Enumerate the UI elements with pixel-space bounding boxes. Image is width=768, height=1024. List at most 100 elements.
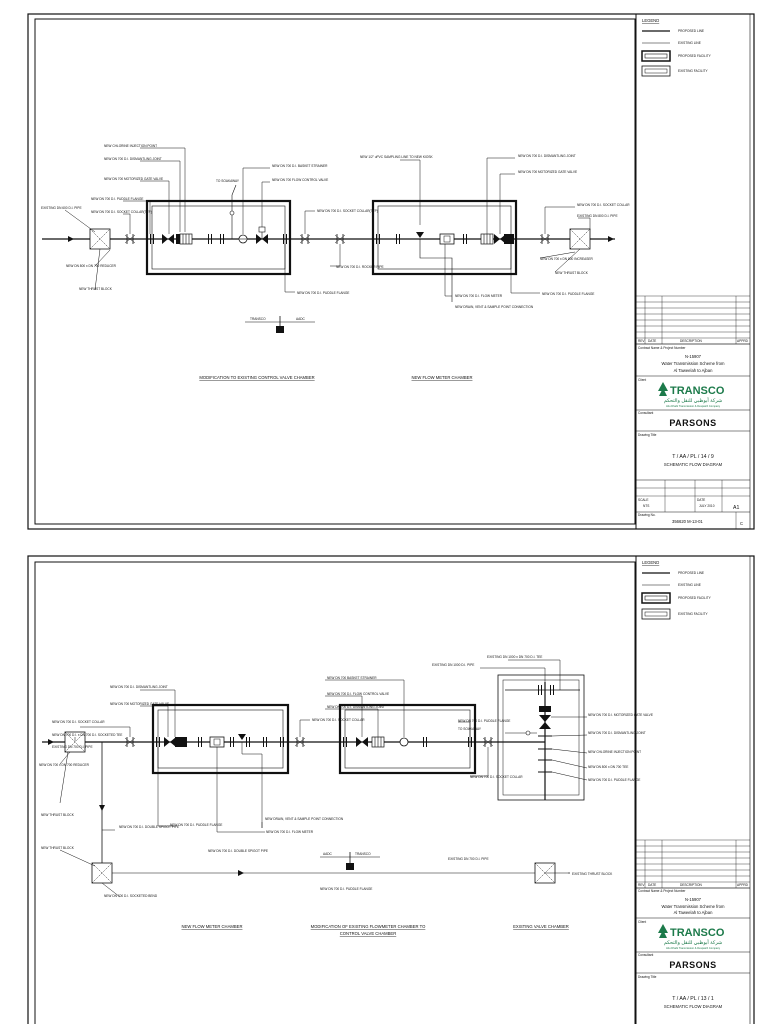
s1-callout-puddle-b: NEW DN 700 D.I. PUDDLE FLANGE [297,291,349,295]
legend: LEGEND PROPOSED LINE EXISTING LINE PROPO… [641,18,712,77]
s2-callout-fcv: NEW DN 700 D.I. FLOW CONTROL VALVE [327,692,389,696]
s2-callout-existing-pipe-c: EXISTING DN 1000 D.I. PIPE [432,663,474,667]
client2-label: Client [638,920,646,924]
s2-callout-puddle: NEW DN 700 D.I. PUDDLE FLANGE [170,823,222,827]
s2-aadc-label: AADC [323,852,333,856]
s1-callout-increaser: NEW DN 700 x DN 800 INCREASER [540,257,593,261]
s2-callout-reducer: NEW DN 700 x DN 700 REDUCER [39,763,90,767]
rev-col-apprd: APPRD [737,339,749,343]
legend2-proposed-line: PROPOSED LINE [678,571,704,575]
s1-chamber-a-title: MODIFICATION TO EXISTING CONTROL VALVE C… [199,375,314,380]
s2-callout-thrust2: NEW THRUST BLOCK [41,846,75,850]
consultant2-logo: PARSONS [669,960,716,970]
s2-callout-puddle-b: NEW DN 700 D.I. PUDDLE FLANGE [320,887,372,891]
sheet1-drawing-number-title: T / AA / PL / 14 / 9 [672,454,714,460]
title-block: Contract Name & Project Number N-15907 W… [636,343,750,529]
rev-col-date: DATE [648,339,656,343]
s2-callout-bend: NEW DN 700 D.I. SOCKETED BEND [104,894,158,898]
s2-callout-puddle-d: NEW DN 700 D.I. PUDDLE FLANGE [588,778,640,782]
rev2-col-description: DESCRIPTION [680,883,702,887]
sheet1-date-label: DATE [697,498,705,502]
sheet1-drawing-no: 356620 M-13-01 [672,519,703,524]
s2-callout-mgv-c: NEW DN 700 D.I. MOTORIZED GATE VALVE [588,713,653,717]
rev2-col-apprd: APPRD [737,883,749,887]
sheet1-date: JULY 2010 [699,504,715,508]
s2-callout-double-spigot: NEW DN 700 D.I. DOUBLE SPIGOT PIPE [119,825,179,829]
s1-callout-socket-c: NEW DN 700 D.I. SOCKET COLLAR [577,203,630,207]
transco2-logo-icon [658,924,668,933]
sheet-2: LEGEND PROPOSED LINE EXISTING LINE PROPO… [27,555,755,1024]
s1-callout-flowmeter: NEW DN 700 D.I. FLOW METER [455,294,503,298]
s2-transco-label: TRANSCO [355,852,371,856]
legend2-proposed-facility: PROPOSED FACILITY [678,596,712,600]
legend-proposed-facility-swatch [641,50,671,62]
client-label: Client [638,378,646,382]
s1-callout-drain: NEW DRAIN, VENT & SAMPLE POINT CONNECTIO… [455,305,534,309]
legend-proposed-line: PROPOSED LINE [678,29,704,33]
client-logo-arabic: شركة أبوظبي للنقل والتحكم [664,396,722,404]
transco-logo: TRANSCO شركة أبوظبي للنقل والتحكم Abu Dh… [658,382,725,408]
s2-callout-flowmeter: NEW DN 700 D.I. FLOW METER [266,830,314,834]
sheet1-scale: NTS [643,504,649,508]
project2-name-line-2: Al Taweelah to Ajban [674,910,713,915]
legend-proposed-facility: PROPOSED FACILITY [678,54,712,58]
s2-callout-existing-thrust: EXISTING THRUST BLOCK [572,872,613,876]
s1-callout-thrust-b: NEW THRUST BLOCK [555,271,589,275]
sheet2-drawing-title: SCHEMATIC FLOW DIAGRAM [664,1004,723,1009]
s2-callout-drain: NEW DRAIN, VENT & SAMPLE POINT CONNECTIO… [265,817,344,821]
s1-callout-existing-pipe: EXISTING DN 600 D.I. PIPE [41,206,82,210]
s1-callout-rocker: NEW DN 700 D.I. ROCKER PIPE [336,265,384,269]
aadc-boundary-label: AADC [296,317,306,321]
project-number: N-15907 [685,354,702,359]
s2-callout-socket-c: NEW DN 700 D.I. SOCKET COLLAR [470,775,523,779]
dismantling-joint [179,233,193,245]
s2-callout-dismantling-c: NEW DN 700 D.I. DISMANTLING JOINT [588,731,646,735]
control-valve-chamber [145,199,292,276]
project-name-line-2: Al Taweelah to Ajban [674,368,713,373]
s1-callout-basket: NEW DN 700 D.I. BASKET STRAINER [272,164,328,168]
legend-existing-facility-swatch [641,65,671,77]
title-block-sheet2: Contract Name & Project Number N-15907 W… [636,887,750,1009]
legend-existing-facility: EXISTING FACILITY [678,69,708,73]
client2-logo-sub: Abu Dhabi Transmission & Despatch Compan… [666,946,721,950]
s1-chamber-b-title: NEW FLOW METER CHAMBER [412,375,473,380]
drawing2-title-label: Drawing Title [638,975,657,979]
legend-existing-line: EXISTING LINE [678,41,701,45]
legend2-existing-facility: EXISTING FACILITY [678,612,708,616]
sheet1-drawing-no-label: Drawing No. [638,513,656,517]
client2-logo-arabic: شركة أبوظبي للنقل والتحكم [664,938,722,946]
s1-callout-puddle-c: NEW DN 700 D.I. PUDDLE FLANGE [542,292,594,296]
legend-sheet2: LEGEND PROPOSED LINE EXISTING LINE PROPO… [641,560,712,620]
s2-chamber-b-title-1: MODIFICATION OF EXISTING FLOWMETER CHAMB… [311,924,426,929]
s2-callout-chlorine: NEW CHLORINE INJECTION POINT [588,750,641,754]
sheet1-size: A1 [733,505,739,511]
s2-callout-dismantling-b: NEW DN 700 D.I. DISMANTLING JOINT [327,705,385,709]
s1-callout-existing-pipe-b: EXISTING DN 800 D.I. PIPE [577,214,618,218]
legend-title: LEGEND [642,18,659,23]
s2-callout-tee-c: NEW DN 800 x DN 700 TEE [588,765,628,769]
s1-callout-fcv: NEW DN 700 FLOW CONTROL VALVE [272,178,328,182]
legend2-title: LEGEND [642,560,659,565]
consultant2-label: Consultant [638,953,653,957]
s2-callout-mgv: NEW DN 700 MOTORIZED GATE VALVE [110,702,169,706]
thrust-block-right [569,228,591,250]
s2-callout-puddle-c: NEW DN 700 D.I. PUDDLE FLANGE [458,719,510,723]
client2-logo-text: TRANSCO [670,927,725,939]
rev2-col-rev: REV [638,883,645,887]
s2-callout-existing-tee: EXISTING DN 1000 x DN 700 D.I. TEE [487,655,542,659]
flow-meter [439,233,455,245]
transco-boundary-label: TRANSCO [250,317,266,321]
s1-callout-soakaway: TO SOAKAWAY [216,179,240,183]
s1-callout-sampling: NEW 1/2" uPVC SAMPLING LINE TO NEW KIOSK [360,155,433,159]
project2-name-line-1: Water Transmission Scheme from [662,904,725,909]
s2-callout-socket-b: NEW DN 700 D.I. SOCKET COLLAR [312,718,365,722]
s2-chamber-a-title: NEW FLOW METER CHAMBER [182,924,243,929]
sheet1-rev: C [740,521,743,526]
s1-callout-puddle: NEW DN 700 D.I. PUDDLE FLANGE [91,197,143,201]
s2-callout-socket: NEW DN 700 D.I. SOCKET COLLAR [52,720,105,724]
rev-col-description: DESCRIPTION [680,339,702,343]
sheet1-drawing-title: SCHEMATIC FLOW DIAGRAM [664,462,723,467]
thrust-block-left [89,228,111,250]
s2-callout-thrust: NEW THRUST BLOCK [41,813,75,817]
